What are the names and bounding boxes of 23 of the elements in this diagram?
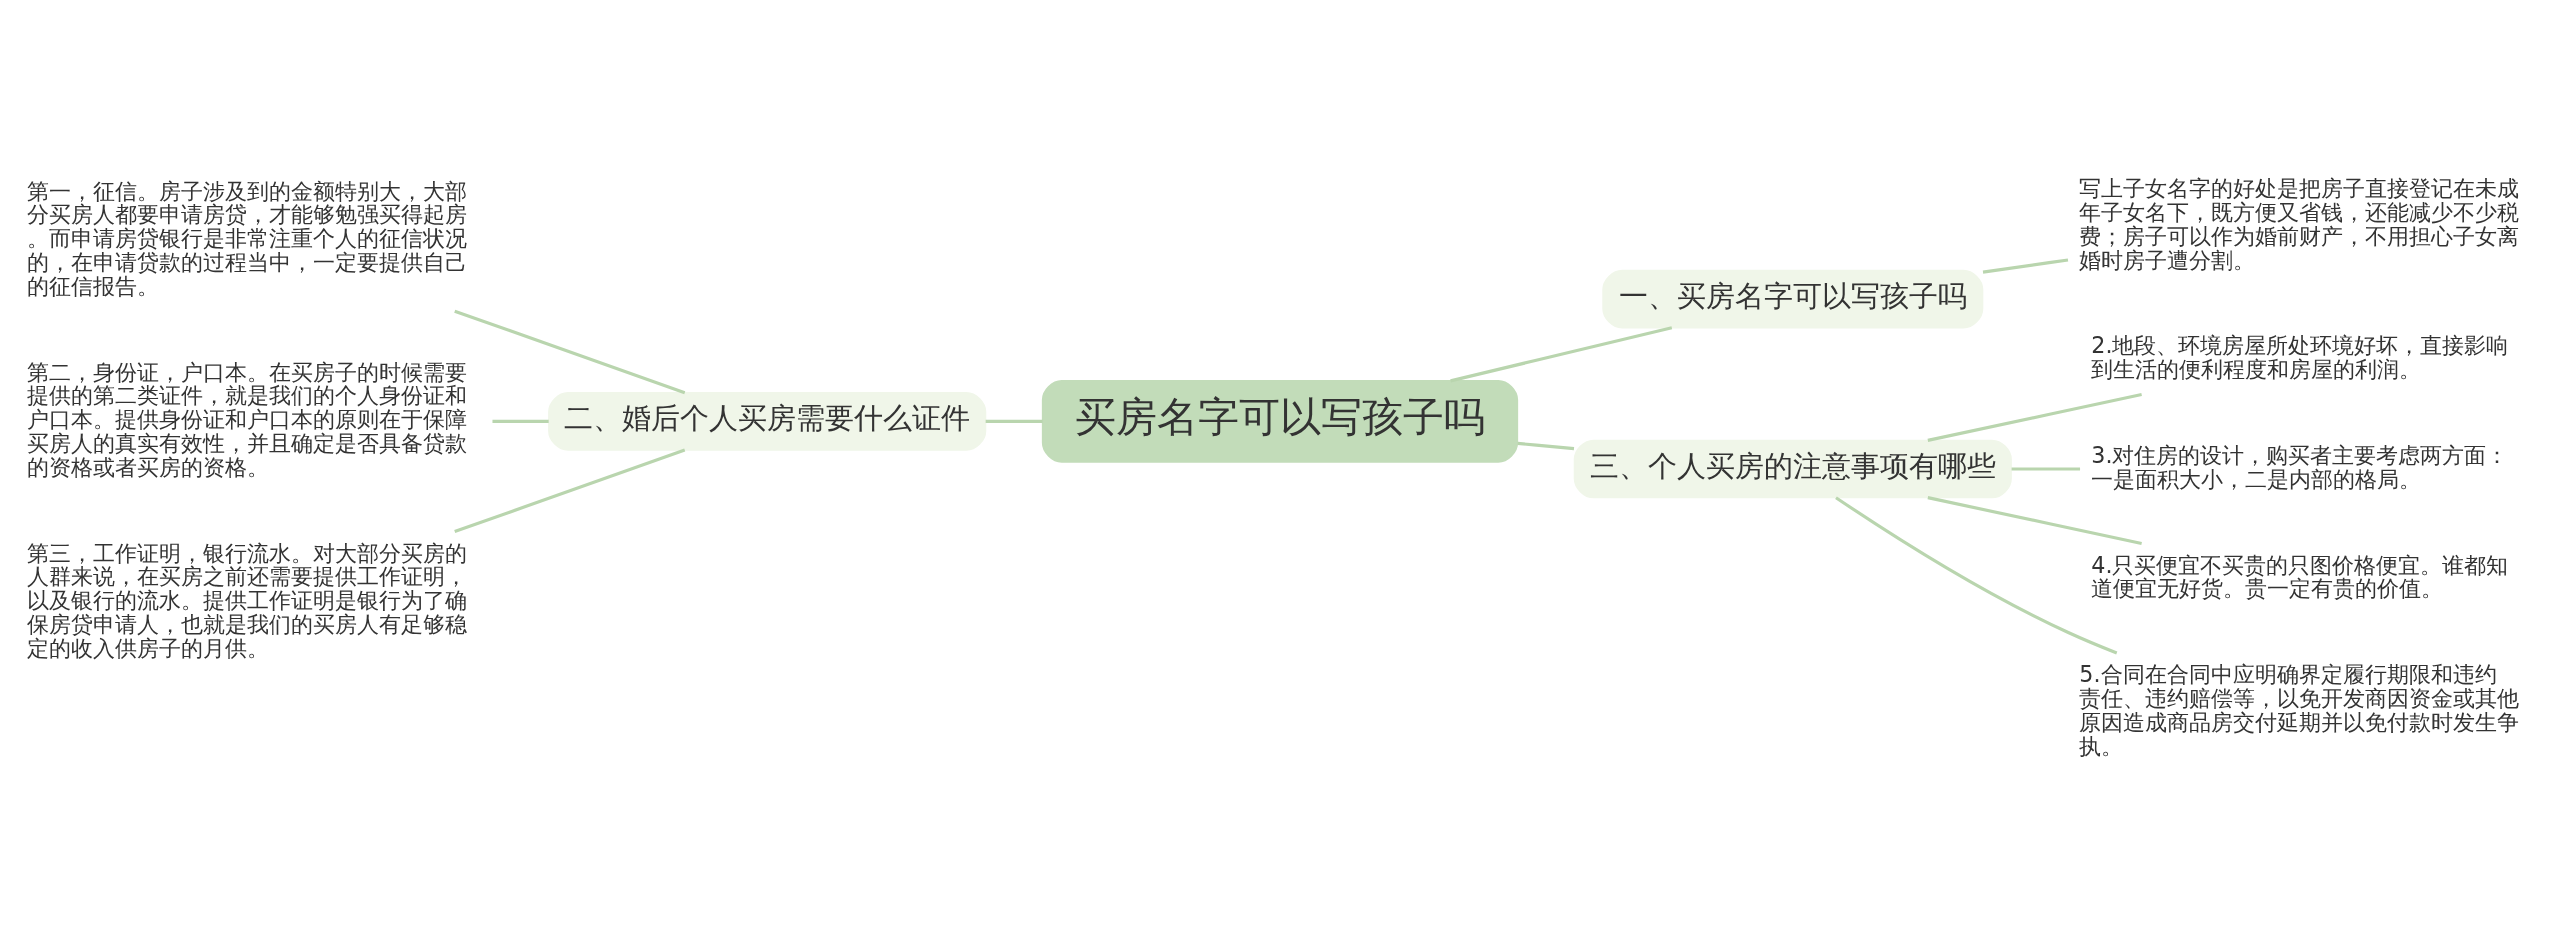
node-text: 3.对住房的设计，购买者主要考虑两方面：一是面积大小，二是内部的格局。 <box>2091 441 2509 492</box>
node-text: 5.合同在合同中应明确界定履行期限和违约责任、违约赔偿等，以免开发商因资金或其他原因造成商品房交付延期并以免付款时发生争执。 <box>2079 660 2520 758</box>
connector <box>1450 325 1673 382</box>
node-text: 4.只买便宜不买贵的只图价格便宜。谁都知道便宜无好货。贵一定有贵的价值。 <box>2091 551 2509 601</box>
node-text: 2.地段、环境房屋所处环境好坏，直接影响到生活的便利程度和房屋的利润。 <box>2091 331 2509 382</box>
node-text: 第三，工作证明，银行流水。对大部分买房的人群来说，在买房之前还需要提供工作证明，以及银行的流水。提供工作证明是银行为了确保房贷申请人，也就是我们的买房人有足够稳定的收入供房子的月供。 <box>26 539 467 661</box>
node-box: 一、买房名字可以写孩子吗 <box>1602 269 1984 328</box>
node-box: 三、个人买房的注意事项有哪些 <box>1573 439 2012 498</box>
connector <box>1517 441 1575 450</box>
connector <box>985 419 1043 423</box>
node-text: 第一，征信。房子涉及到的金额特别大，大部分买房人都要申请房贷，才能够勉强买得起房。而申请房贷银行是非常注重个人的征信状况的，在申请贷款的过程当中，一定要提供自己的征信报告。 <box>26 177 467 299</box>
node-box: 买房名字可以写孩子吗 <box>1041 379 1519 463</box>
connector <box>492 419 549 423</box>
connector <box>454 309 686 394</box>
node-box: 二、婚后个人买房需要什么证件 <box>548 391 987 451</box>
connector <box>1927 495 2142 545</box>
node-text: 第二，身份证，户口本。在买房子的时候需要提供的第二类证件，就是我们的个人身份证和户口本。提供身份证和户口本的原则在于保障买房人的真实有效性，并且确定是否具备贷款的资格或者买房的资格。 <box>26 358 467 480</box>
node-text: 写上子女名字的好处是把房子直接登记在未成年子女名下，既方便又省钱，还能减少不少税费；房子可以作为婚前财产，不用担心子女离婚时房子遭分割。 <box>2079 174 2520 273</box>
connector <box>1927 392 2142 442</box>
connector <box>2011 466 2081 471</box>
connector <box>1835 495 2118 654</box>
connector <box>1982 257 2069 274</box>
connector <box>454 448 686 533</box>
